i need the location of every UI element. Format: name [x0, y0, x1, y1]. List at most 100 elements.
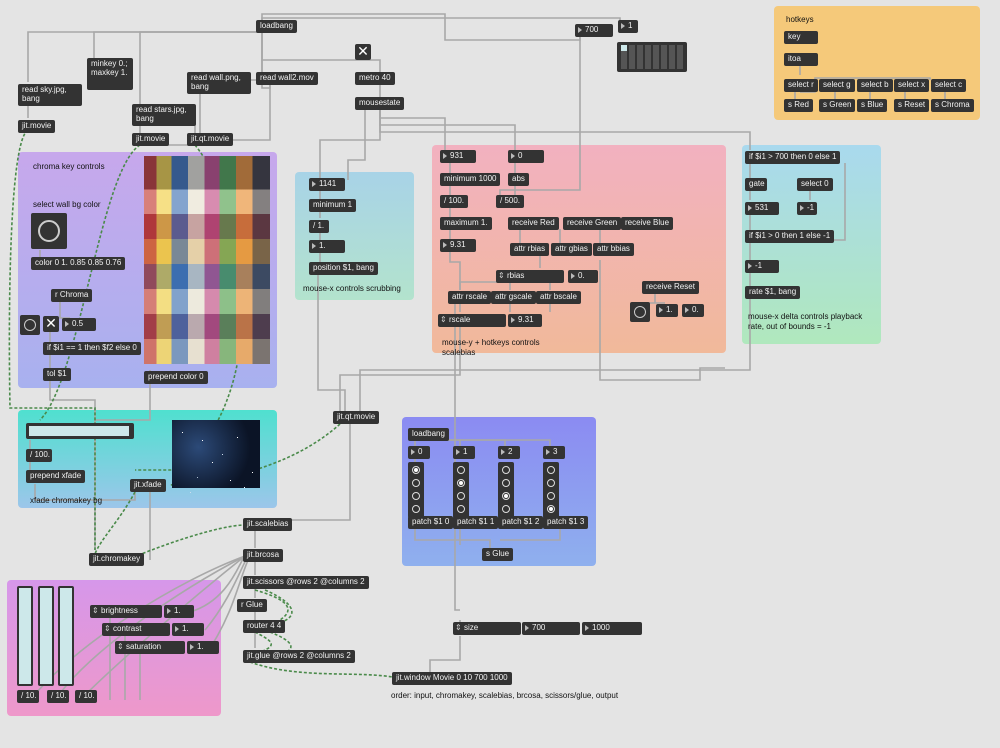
maximum-1-object[interactable]: maximum 1.: [440, 217, 492, 230]
saturation-value[interactable]: 1.: [187, 641, 219, 654]
patch-2-message[interactable]: patch $1 2: [498, 516, 544, 529]
r-chroma-object[interactable]: r Chroma: [51, 289, 93, 302]
receive-green-object[interactable]: receive Green: [563, 217, 622, 230]
read-wall-mov-message[interactable]: read wall2.mov: [256, 72, 318, 85]
divide-10-c[interactable]: / 10.: [75, 690, 97, 703]
receive-blue-object[interactable]: receive Blue: [621, 217, 674, 230]
size-width-number[interactable]: 700: [522, 622, 580, 635]
jit-brcosa-object[interactable]: jit.brcosa: [243, 549, 284, 562]
r-glue-object[interactable]: r Glue: [237, 599, 267, 612]
read-wall-png-message[interactable]: read wall.png, bang: [187, 72, 251, 94]
s-chroma-object[interactable]: s Chroma: [931, 99, 974, 112]
color-message[interactable]: color 0 1. 0.85 0.85 0.76: [31, 257, 126, 270]
frame-number[interactable]: 1141: [309, 178, 345, 191]
read-stars-message[interactable]: read stars.jpg, bang: [132, 104, 196, 126]
select-0-object[interactable]: select 0: [797, 178, 833, 191]
jit-window-object[interactable]: jit.window Movie 0 10 700 1000: [392, 672, 512, 685]
jit-movie-stars[interactable]: jit.movie: [132, 133, 170, 146]
rbias-menu[interactable]: rbias: [496, 270, 564, 283]
matrix-control[interactable]: [617, 42, 687, 72]
receive-reset-object[interactable]: receive Reset: [642, 281, 699, 294]
jit-chromakey-object[interactable]: jit.chromakey: [89, 553, 145, 566]
radio-0-number[interactable]: 0: [408, 446, 430, 459]
radiogroup-0[interactable]: [408, 462, 424, 518]
attr-gbias-object[interactable]: attr gbias: [551, 243, 592, 256]
gate-object[interactable]: gate: [745, 178, 767, 191]
minkey-message[interactable]: minkey 0.; maxkey 1.: [87, 58, 133, 90]
reset-bias-value[interactable]: 0.: [682, 304, 704, 317]
router-object[interactable]: router 4 4: [243, 620, 286, 633]
radio-2-number[interactable]: 2: [498, 446, 520, 459]
reset-scale-value[interactable]: 1.: [656, 304, 678, 317]
chroma-bang-button-icon[interactable]: [20, 315, 40, 335]
select-r-object[interactable]: select r: [784, 79, 818, 92]
tolerance-number[interactable]: 0.5: [62, 318, 96, 331]
rate-message[interactable]: rate $1, bang: [745, 286, 801, 299]
position-message[interactable]: position $1, bang: [309, 262, 378, 275]
attr-bbias-object[interactable]: attr bbias: [593, 243, 634, 256]
radiogroup-3[interactable]: [543, 462, 559, 518]
patch-3-message[interactable]: patch $1 3: [543, 516, 589, 529]
neg-one-number[interactable]: -1: [797, 202, 817, 215]
jit-qt-movie-main[interactable]: jit.qt.movie: [333, 411, 380, 424]
jit-glue-object[interactable]: jit.glue @rows 2 @columns 2: [243, 650, 355, 663]
itoa-object[interactable]: itoa: [784, 53, 818, 66]
xfade-slider[interactable]: [26, 423, 134, 439]
s-glue-object[interactable]: s Glue: [482, 548, 514, 561]
metro-object[interactable]: metro 40: [355, 72, 395, 85]
radio-3-number[interactable]: 3: [543, 446, 565, 459]
rscale-menu[interactable]: rscale: [438, 314, 506, 327]
number-700[interactable]: 700: [575, 24, 613, 37]
rate-source-number[interactable]: 531: [745, 202, 779, 215]
contrast-slider[interactable]: [38, 586, 54, 686]
mouse-y-number[interactable]: 931: [440, 150, 476, 163]
attr-bscale-object[interactable]: attr bscale: [536, 291, 581, 304]
position-float[interactable]: 1.: [309, 240, 345, 253]
contrast-menu[interactable]: contrast: [102, 623, 170, 636]
chroma-toggle-icon[interactable]: ✕: [43, 316, 59, 332]
delta-number[interactable]: 0: [508, 150, 544, 163]
radio-1-number[interactable]: 1: [453, 446, 475, 459]
minimum-1000-object[interactable]: minimum 1000: [440, 173, 501, 186]
select-b-object[interactable]: select b: [857, 79, 893, 92]
s-red-object[interactable]: s Red: [784, 99, 813, 112]
patch-0-message[interactable]: patch $1 0: [408, 516, 454, 529]
jit-qt-movie-wall[interactable]: jit.qt.movie: [187, 133, 234, 146]
divide-100-xfade[interactable]: / 100.: [26, 449, 52, 462]
rscale-value[interactable]: 9.31: [508, 314, 542, 327]
if-sign-object[interactable]: if $i1 > 0 then 1 else -1: [745, 230, 835, 243]
brightness-value[interactable]: 1.: [164, 605, 194, 618]
saturation-menu[interactable]: saturation: [115, 641, 185, 654]
jit-scalebias-object[interactable]: jit.scalebias: [243, 518, 293, 531]
loadbang-2-object[interactable]: loadbang: [408, 428, 449, 441]
tol-message[interactable]: tol $1: [43, 368, 71, 381]
jit-xfade-object[interactable]: jit.xfade: [130, 479, 166, 492]
size-height-number[interactable]: 1000: [582, 622, 642, 635]
prepend-xfade-object[interactable]: prepend xfade: [26, 470, 86, 483]
number-1-top[interactable]: 1: [618, 20, 638, 33]
select-c-object[interactable]: select c: [931, 79, 967, 92]
divide-10-b[interactable]: / 10.: [47, 690, 69, 703]
receive-red-object[interactable]: receive Red: [508, 217, 559, 230]
read-sky-message[interactable]: read sky.jpg, bang: [18, 84, 82, 106]
radiogroup-1[interactable]: [453, 462, 469, 518]
if-700-object[interactable]: if $i1 > 700 then 0 else 1: [745, 151, 841, 164]
minimum-1-object[interactable]: minimum 1: [309, 199, 357, 212]
s-blue-object[interactable]: s Blue: [857, 99, 888, 112]
s-reset-object[interactable]: s Reset: [894, 99, 930, 112]
attr-gscale-object[interactable]: attr gscale: [491, 291, 536, 304]
loadbang-object[interactable]: loadbang: [256, 20, 297, 33]
metro-toggle-icon[interactable]: ✕: [355, 44, 371, 60]
color-swatch[interactable]: [31, 213, 67, 249]
divide-100-object[interactable]: / 100.: [440, 195, 469, 208]
scale-number[interactable]: 9.31: [440, 239, 476, 252]
if-f2-object[interactable]: if $i1 == 1 then $f2 else 0: [43, 342, 141, 355]
saturation-slider[interactable]: [58, 586, 74, 686]
size-menu[interactable]: size: [453, 622, 521, 635]
divide-1-object[interactable]: / 1.: [309, 220, 329, 233]
patch-1-message[interactable]: patch $1 1: [453, 516, 499, 529]
jit-movie-sky[interactable]: jit.movie: [18, 120, 56, 133]
divide-10-a[interactable]: / 10.: [17, 690, 39, 703]
attr-rbias-object[interactable]: attr rbias: [510, 243, 550, 256]
key-object[interactable]: key: [784, 31, 818, 44]
